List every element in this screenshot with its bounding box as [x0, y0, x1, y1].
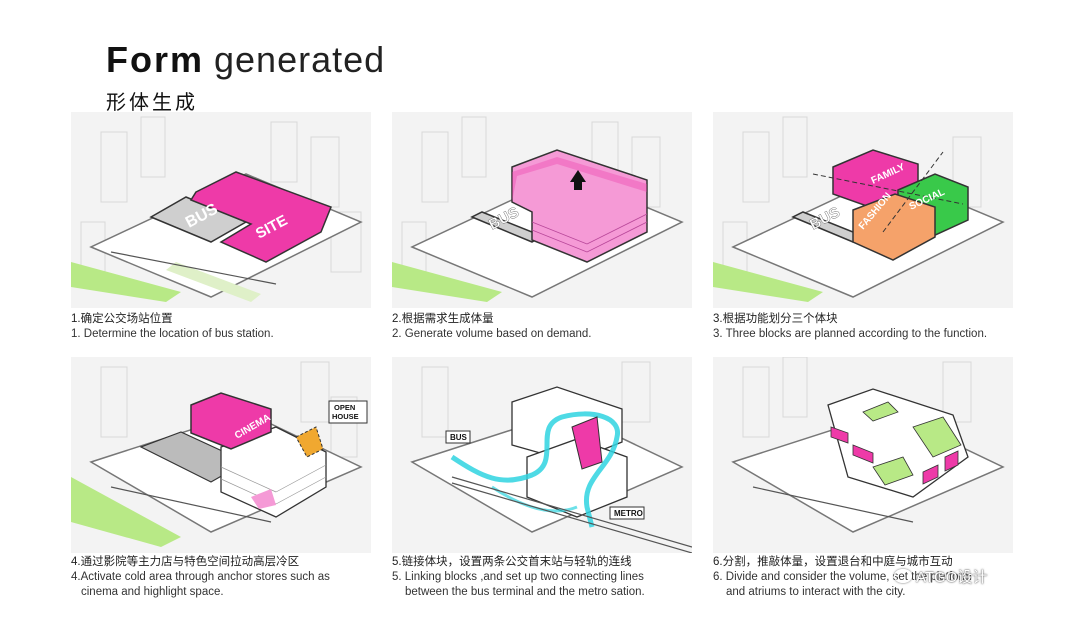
diagram-2: BUS: [392, 116, 684, 302]
diagram-panel-3: BUS FAMILY SOCIAL FASHION: [713, 112, 1013, 308]
diagram-4: CINEMA OPEN HOUSE: [71, 361, 368, 547]
page-subtitle-cn: 形体生成: [106, 92, 198, 114]
caption-1-en: 1. Determine the location of bus station…: [71, 328, 274, 340]
title-bold: Form: [106, 39, 204, 80]
caption-5: 5.链接体块，设置两条公交首末站与轻轨的连线 5. Linking blocks…: [392, 555, 712, 600]
caption-2-cn: 2.根据需求生成体量: [392, 313, 494, 325]
caption-3-cn: 3.根据功能划分三个体块: [713, 313, 838, 325]
caption-6-en2: and atriums to interact with the city.: [726, 586, 906, 598]
caption-5-en2: between the bus terminal and the metro s…: [405, 586, 645, 598]
caption-1-cn: 1.确定公交场站位置: [71, 313, 173, 325]
diagram-panel-2: BUS: [392, 112, 692, 308]
diagram-1: BUS SITE: [71, 116, 363, 302]
watermark-text: ATGO设计: [916, 569, 988, 586]
title-light: generated: [214, 39, 386, 80]
diagram-panel-1: BUS SITE: [71, 112, 371, 308]
caption-5-en: 5. Linking blocks ,and set up two connec…: [392, 571, 644, 583]
watermark: ATGO设计: [894, 566, 987, 587]
caption-4-en: 4.Activate cold area through anchor stor…: [71, 571, 330, 583]
diagram-panel-5: BUS METRO: [392, 357, 692, 553]
diagram-panel-4: CINEMA OPEN HOUSE: [71, 357, 371, 553]
caption-3-en: 3. Three blocks are planned according to…: [713, 328, 988, 340]
caption-2-en: 2. Generate volume based on demand.: [392, 328, 592, 340]
caption-4: 4.通过影院等主力店与特色空间拉动高层冷区 4.Activate cold ar…: [71, 555, 391, 600]
caption-5-cn: 5.链接体块，设置两条公交首末站与轻轨的连线: [392, 556, 632, 568]
label-bus: BUS: [450, 433, 468, 442]
caption-2: 2.根据需求生成体量 2. Generate volume based on d…: [392, 312, 712, 342]
caption-6-cn: 6.分割，推敲体量，设置退台和中庭与城市互动: [713, 556, 953, 568]
diagram-panel-6: [713, 357, 1013, 553]
caption-4-en2: cinema and highlight space.: [81, 586, 224, 598]
label-open: OPEN: [334, 403, 355, 412]
caption-1: 1.确定公交场站位置 1. Determine the location of …: [71, 312, 391, 342]
label-house: HOUSE: [332, 412, 359, 421]
label-metro: METRO: [614, 509, 643, 518]
title-block: Form generated 形体生成: [106, 40, 385, 115]
caption-3: 3.根据功能划分三个体块 3. Three blocks are planned…: [713, 312, 1043, 342]
wechat-icon: [894, 569, 912, 583]
diagram-3: BUS FAMILY SOCIAL FASHION: [713, 116, 1005, 302]
page-title: Form generated: [106, 40, 385, 80]
diagram-6: [731, 357, 1005, 533]
caption-4-cn: 4.通过影院等主力店与特色空间拉动高层冷区: [71, 556, 300, 568]
diagram-5: BUS METRO: [410, 361, 692, 553]
